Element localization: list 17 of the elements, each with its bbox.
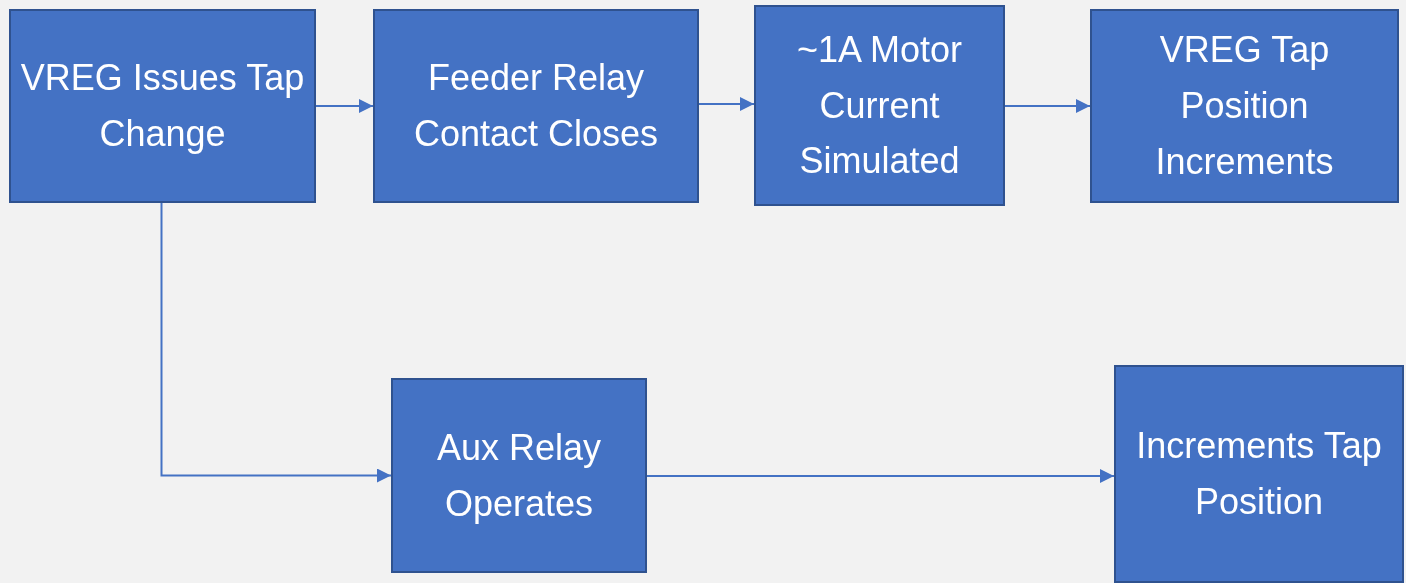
box-label: ~1A Motor Current Simulated [795, 27, 964, 184]
arrow [160, 202, 392, 483]
process-box [1114, 365, 1404, 583]
arrow [698, 97, 755, 111]
process-box [373, 9, 699, 203]
arrow [315, 99, 374, 113]
box-label: Feeder Relay Contact Closes [412, 56, 660, 156]
arrow [646, 469, 1115, 483]
process-box [391, 378, 647, 573]
box-label: Aux Relay Operates [435, 425, 603, 526]
arrow [1004, 99, 1091, 113]
box-label: Increments Tap Position [1135, 424, 1383, 524]
box-label: VREG Tap Position Increments [1154, 28, 1335, 184]
process-box [754, 5, 1005, 206]
box-label: VREG Issues Tap Change [19, 56, 306, 156]
process-box [1090, 9, 1399, 203]
process-box [9, 9, 316, 203]
